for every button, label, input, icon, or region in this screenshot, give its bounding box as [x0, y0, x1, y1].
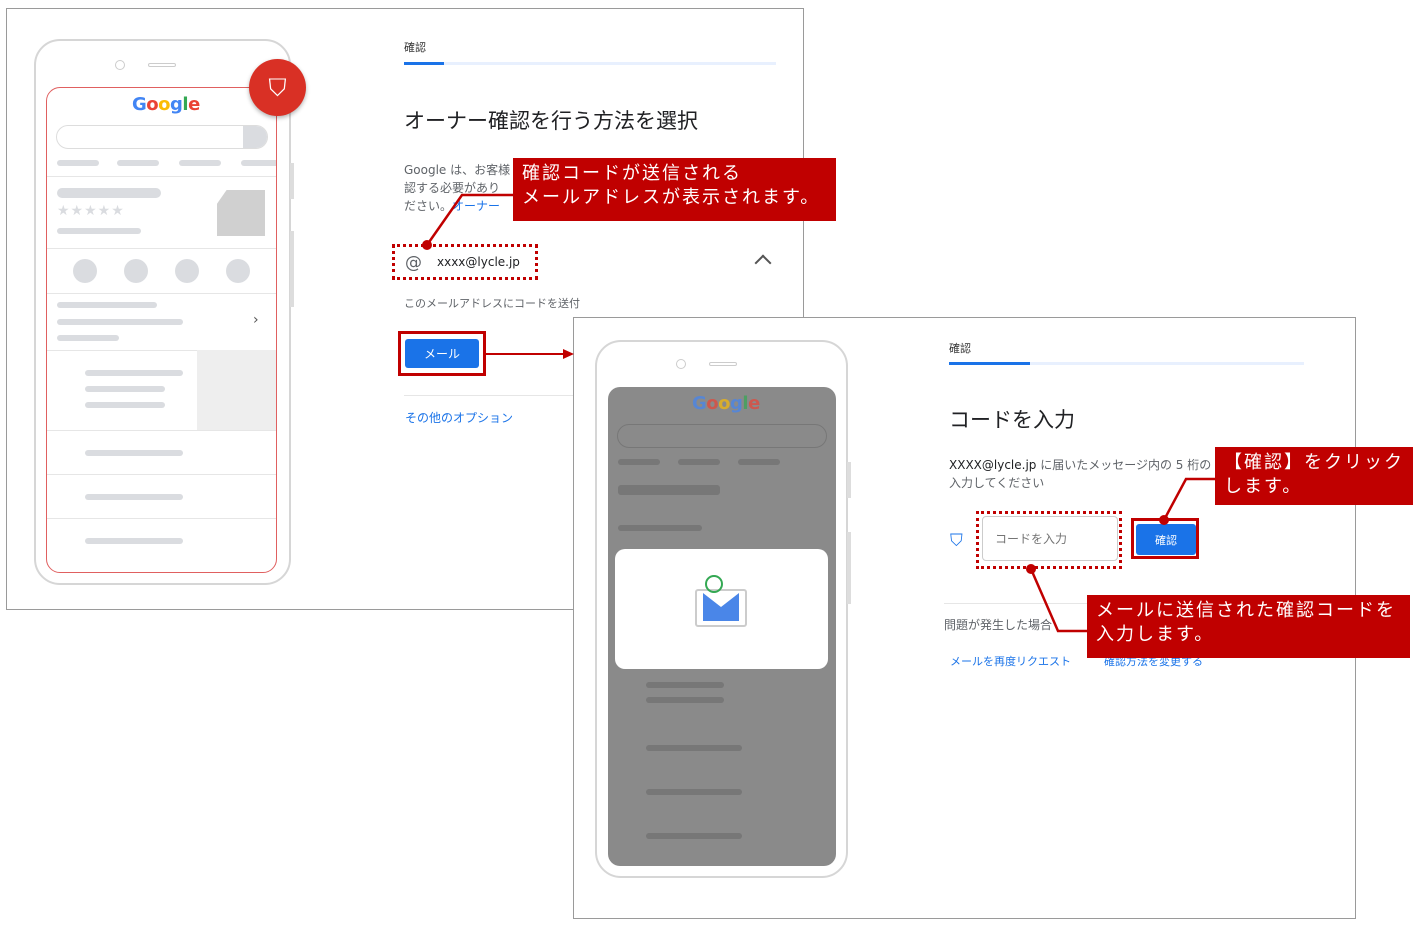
- code-input-highlight: [976, 511, 1122, 569]
- bookmark-icon: [175, 259, 199, 283]
- code-entry-panel: Google 確認 コードを入力 XXXX@lycle.jp に届いたメッセージ…: [573, 317, 1356, 919]
- page-title: オーナー確認を行う方法を選択: [404, 109, 698, 133]
- chevron-right-icon: ›: [253, 312, 259, 328]
- callout-enter-code: メールに送信された確認コードを入力します。: [1087, 595, 1410, 658]
- owner-verification-panel: Google ★★★★★ › ⛉: [6, 8, 804, 610]
- email-highlight: [392, 244, 538, 280]
- map-thumbnail: [197, 350, 276, 430]
- verified-shield-icon: ⛉: [950, 531, 963, 551]
- progress-bar: [404, 62, 776, 65]
- other-options-link[interactable]: その他のオプション: [405, 411, 514, 425]
- search-box: [56, 125, 268, 149]
- at-icon: @: [405, 253, 422, 273]
- resend-email-link[interactable]: メールを再度リクエスト: [950, 655, 1071, 668]
- phone-icon: [73, 259, 97, 283]
- magnifier-icon: [705, 575, 723, 593]
- search-icon: [243, 126, 267, 148]
- mail-button[interactable]: メール: [405, 339, 479, 368]
- callout-click-confirm: 【確認】をクリックします。: [1215, 447, 1413, 505]
- star-rating: ★★★★★: [57, 203, 125, 219]
- confirm-button[interactable]: 確認: [1136, 524, 1196, 555]
- phone-illustration: Google ★★★★★ ›: [34, 39, 294, 585]
- step-label: 確認: [949, 342, 971, 355]
- email-sub-text: このメールアドレスにコードを送付: [404, 297, 580, 310]
- globe-icon: [226, 259, 250, 283]
- google-logo: Google: [132, 94, 200, 115]
- page-title: コードを入力: [949, 408, 1075, 432]
- description: Google は、お客様認する必要があり ださい。オーナー: [404, 163, 511, 213]
- store-icon: [217, 190, 265, 236]
- problem-text: 問題が発生した場合: [944, 618, 1053, 632]
- description: XXXX@lycle.jp に届いたメッセージ内の 5 桁の 入力してください: [949, 458, 1212, 490]
- owner-link[interactable]: オーナー: [452, 199, 501, 213]
- email-sent-card: [615, 549, 828, 669]
- step-label: 確認: [404, 41, 426, 54]
- code-input[interactable]: [982, 516, 1118, 561]
- directions-icon: [124, 259, 148, 283]
- mail-button-highlight: [398, 331, 486, 376]
- phone-illustration: Google: [595, 340, 851, 878]
- callout-email-shown: 確認コードが送信されるメールアドレスが表示されます。: [513, 158, 836, 221]
- google-logo: Google: [692, 393, 760, 414]
- email-option[interactable]: xxxx@lycle.jp: [437, 255, 520, 269]
- progress-bar: [949, 362, 1304, 365]
- change-method-link[interactable]: 確認方法を変更する: [1104, 655, 1203, 668]
- shield-badge-icon: ⛉: [249, 59, 306, 116]
